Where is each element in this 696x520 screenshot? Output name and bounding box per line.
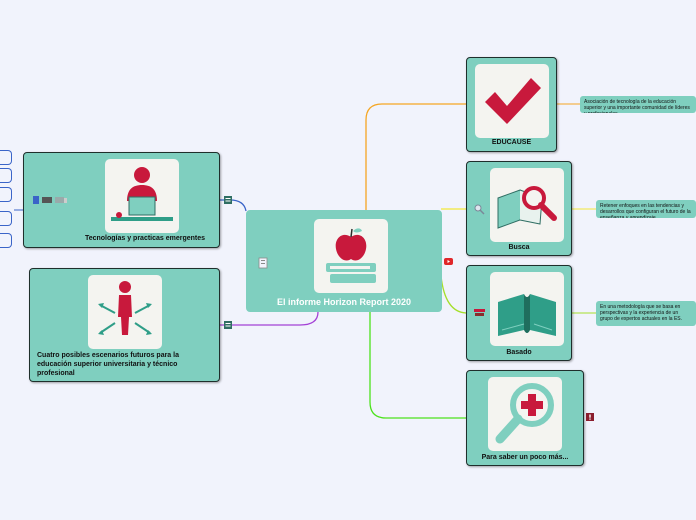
- node-busca-label: Busca: [508, 244, 530, 251]
- alert-badge-icon[interactable]: [586, 413, 594, 421]
- node-busca[interactable]: Busca: [466, 161, 572, 256]
- collapsed-child-stub[interactable]: [0, 211, 12, 226]
- node-tecnologias[interactable]: Tecnologías y practicas emergentes: [23, 152, 220, 248]
- connector-escenarios: [220, 311, 319, 326]
- leaf-educause[interactable]: Asociación de tecnología de la educación…: [580, 96, 696, 113]
- leaf-busca[interactable]: Retener enfoques en las tendencias y des…: [596, 200, 696, 218]
- connector-basado: [440, 275, 467, 314]
- node-basado[interactable]: Basado: [466, 265, 572, 361]
- root-image-tile: [314, 219, 388, 293]
- collapsed-child-stub[interactable]: [0, 168, 12, 183]
- collapsed-child-stub[interactable]: [0, 187, 12, 202]
- node-escenarios[interactable]: Cuatro posibles escenarios futuros para …: [29, 268, 220, 382]
- node-tecnologias-label: Tecnologías y practicas emergentes: [84, 235, 206, 242]
- book-magnifier-icon: [497, 186, 557, 229]
- node-basado-label: Basado: [506, 349, 532, 356]
- leaf-basado[interactable]: En una metodología que se basa en perspe…: [596, 301, 696, 326]
- collapsed-child-stub[interactable]: [0, 150, 12, 165]
- tecnologias-image-tile: [105, 159, 179, 233]
- node-para-saber-label: Para saber un poco más...: [481, 454, 569, 461]
- root-node[interactable]: El informe Horizon Report 2020: [246, 210, 442, 312]
- node-escenarios-label: Cuatro posibles escenarios futuros para …: [37, 352, 179, 377]
- magnifier-icon: [474, 204, 485, 215]
- node-educause[interactable]: EDUCAUSE: [466, 57, 557, 152]
- notes-icon: [224, 196, 232, 204]
- notes-icon: [258, 257, 268, 269]
- person-arrows-icon: [98, 281, 152, 335]
- notes-icon: [224, 321, 232, 329]
- teacher-computer-icon: [111, 167, 173, 221]
- node-para-saber[interactable]: Para saber un poco más...: [466, 370, 584, 466]
- para-saber-image-tile: [488, 377, 562, 451]
- node-educause-label: EDUCAUSE: [491, 139, 532, 146]
- checkmark-icon: [485, 78, 541, 124]
- video-play-icon[interactable]: [444, 258, 453, 265]
- busca-image-tile: [490, 168, 564, 242]
- open-book-icon: [498, 294, 556, 336]
- connector-educause: [365, 103, 466, 210]
- escenarios-image-tile: [88, 275, 162, 349]
- basado-image-tile: [490, 272, 564, 346]
- devices-icon: [33, 196, 67, 204]
- magnifier-plus-icon: [495, 383, 554, 444]
- root-title: El informe Horizon Report 2020: [276, 297, 412, 307]
- connector-saber: [369, 312, 466, 419]
- collapsed-child-stub[interactable]: [0, 233, 12, 248]
- books-icon: [474, 309, 485, 316]
- educause-image-tile: [475, 64, 549, 138]
- apple-books-icon: [326, 228, 376, 283]
